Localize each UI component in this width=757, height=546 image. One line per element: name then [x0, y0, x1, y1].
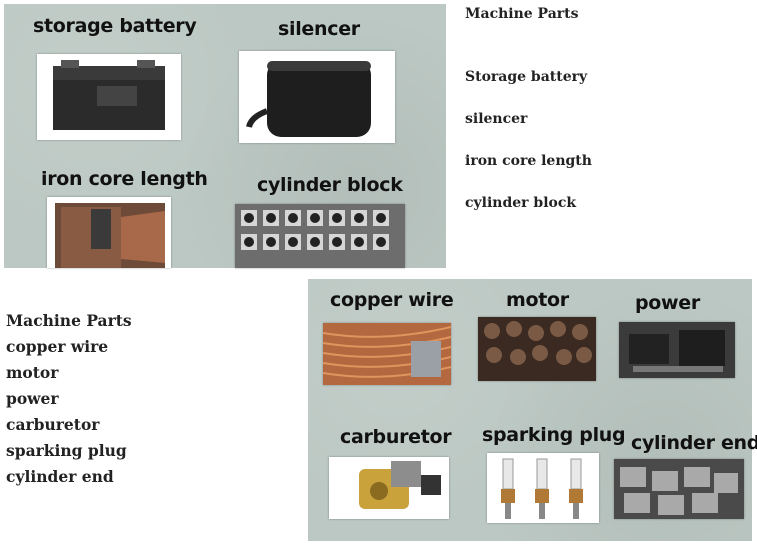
list-item: power — [6, 389, 59, 408]
list-item: silencer — [465, 111, 528, 127]
part-label: copper wire — [330, 289, 454, 311]
part-label: iron core length — [41, 168, 208, 190]
part-label: carburetor — [340, 426, 452, 448]
slide-bottom: copper wire motor power — [308, 279, 757, 541]
list-item: iron core length — [465, 153, 592, 169]
cylinder-end-photo — [614, 459, 744, 519]
iron-core-photo — [47, 197, 171, 268]
part-label: cylinder block — [257, 174, 403, 196]
motor-photo — [478, 317, 596, 381]
list-title: Machine Parts — [465, 6, 579, 22]
list-item: copper wire — [6, 337, 109, 356]
storage-battery-photo — [37, 54, 181, 140]
power-engine-photo — [619, 322, 735, 378]
part-label: motor — [506, 289, 569, 311]
spark-plug-photo — [487, 453, 599, 523]
carburetor-photo — [329, 457, 449, 519]
list-title: Machine Parts — [6, 311, 132, 330]
slide-top: storage battery silencer iron core lengt… — [4, 4, 446, 268]
part-label: power — [635, 292, 700, 314]
part-label: storage battery — [33, 15, 197, 37]
part-label: cylinder end — [631, 432, 757, 454]
list-item: carburetor — [6, 415, 100, 434]
copper-wire-photo — [323, 323, 451, 385]
part-label: sparking plug — [482, 424, 626, 446]
cylinder-block-photo — [235, 204, 405, 268]
part-label: silencer — [278, 18, 360, 40]
list-item: motor — [6, 363, 59, 382]
list-item: cylinder block — [465, 195, 577, 211]
list-item: cylinder end — [6, 467, 114, 486]
silencer-photo — [239, 51, 395, 143]
machine-parts-list-top: Machine Parts Storage battery silencer i… — [465, 6, 592, 237]
machine-parts-list-bottom: Machine Parts copper wire motor power ca… — [6, 311, 132, 493]
list-item: sparking plug — [6, 441, 127, 460]
list-item: Storage battery — [465, 69, 588, 85]
